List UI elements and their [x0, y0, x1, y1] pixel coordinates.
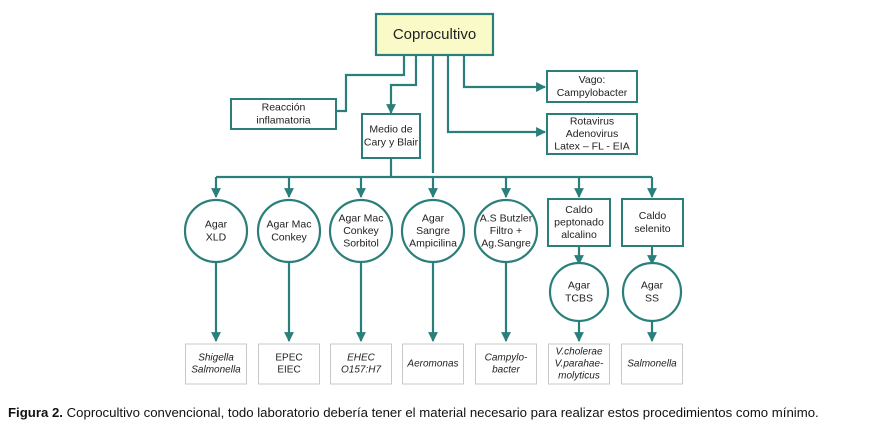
reaccion-inflamatoria-box-line: Reacción [262, 102, 306, 114]
result-4-line: Campylo- [485, 353, 528, 364]
result-1-box [258, 343, 320, 385]
arrow-root-to-reaccion [319, 55, 406, 116]
medio-cary-blair-box-line: Cary y Blair [364, 136, 419, 148]
medium-2-line: Agar Mac [339, 212, 384, 224]
vago-campylobacter-box-box [546, 70, 638, 103]
medium-4-line: Ag.Sangre [481, 238, 531, 250]
medio-cary-blair-box-line: Medio de [369, 124, 412, 136]
medium-2-circle [328, 198, 394, 264]
caldo-selenito-box-line: selenito [634, 223, 670, 235]
reaccion-inflamatoria-box-line: inflamatoria [256, 114, 310, 126]
medium-1-circle [256, 198, 322, 264]
medium-3-line: Ampicilina [409, 238, 457, 250]
figure-caption: Figura 2. Coprocultivo convencional, tod… [8, 405, 876, 421]
root-coprocultivo-line: Coprocultivo [393, 26, 476, 43]
arrow-root-to-medio [386, 55, 418, 114]
caldo-peptonado-box-line: alcalino [561, 229, 597, 241]
vago-campylobacter-box: Vago:Campylobacter [546, 70, 638, 103]
medium-3-line: Agar [422, 212, 445, 224]
rotavirus-box-line: Rotavirus [570, 115, 614, 127]
vago-campylobacter-box-line: Campylobacter [557, 87, 628, 99]
medium-4-line: Filtro + [490, 225, 522, 237]
result-1-line: EPEC [275, 353, 302, 364]
caldo-peptonado-box-line: peptonado [554, 217, 604, 229]
agar-tcbs-circle [548, 261, 610, 323]
result-6-line: Salmonella [627, 359, 677, 370]
medium-3-line: Sangre [416, 225, 450, 237]
medium-1-line: Agar Mac [267, 219, 312, 231]
agar-ss-line: Agar [641, 280, 664, 292]
root-coprocultivo-box [374, 12, 495, 57]
vago-campylobacter-box-line: Vago: [579, 74, 606, 86]
medium-1-line: Conkey [271, 231, 307, 243]
rotavirus-box-line: Adenovirus [566, 128, 619, 140]
caldo-peptonado-box-box [547, 198, 611, 247]
result-3-line: Aeromonas [406, 359, 458, 370]
agar-tcbs-line: TCBS [565, 292, 593, 304]
result-4-line: bacter [492, 365, 520, 376]
medium-3-circle [400, 198, 466, 264]
result-0-box [185, 343, 247, 385]
medium-4-circle [473, 198, 539, 264]
result-4-box [475, 343, 537, 385]
result-1-line: EIEC [277, 365, 300, 376]
connectors [211, 55, 657, 342]
medium-2-line: Conkey [343, 225, 379, 237]
result-3-box [402, 343, 464, 385]
result-3: Aeromonas [402, 343, 464, 385]
result-2-box [330, 343, 392, 385]
result-5-line: V.cholerae [555, 347, 603, 358]
medium-2-line: Sorbitol [343, 238, 379, 250]
reaccion-inflamatoria-box-box [230, 98, 337, 130]
medium-0-line: XLD [206, 231, 227, 243]
caldo-peptonado-box-line: Caldo [565, 204, 593, 216]
result-2-line: O157:H7 [341, 365, 381, 376]
caldo-selenito-box-box [621, 198, 684, 247]
result-5-line: molyticus [558, 371, 600, 382]
arrow-root-to-rotavirus [446, 55, 546, 137]
medium-4-line: A.S Butzler [480, 212, 533, 224]
result-4: Campylo-bacter [475, 343, 537, 385]
result-0-line: Salmonella [191, 365, 241, 376]
rotavirus-box-line: Latex – FL - EIA [554, 141, 629, 153]
result-6-box [621, 343, 683, 385]
root-coprocultivo: Coprocultivo [374, 12, 495, 57]
agar-ss-line: SS [645, 292, 659, 304]
result-6: Salmonella [621, 343, 683, 385]
medium-0-line: Agar [205, 219, 228, 231]
result-0-line: Shigella [198, 353, 234, 364]
medium-0-circle [183, 198, 249, 264]
caption-text: Coprocultivo convencional, todo laborato… [62, 405, 819, 420]
agar-tcbs-line: Agar [568, 280, 591, 292]
caption-label: Figura 2. [8, 405, 63, 420]
rotavirus-box-box [546, 113, 638, 155]
agar-ss-circle [621, 261, 683, 323]
arrow-root-to-vago [462, 55, 546, 92]
result-2-line: EHEC [347, 353, 376, 364]
medio-cary-blair-box-box [361, 113, 421, 159]
caldo-selenito-box-line: Caldo [639, 210, 667, 222]
result-5-box [548, 343, 610, 385]
result-5-line: V.parahae- [555, 359, 604, 370]
